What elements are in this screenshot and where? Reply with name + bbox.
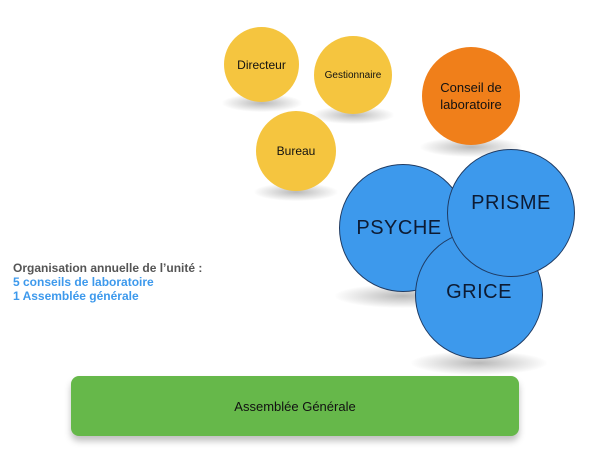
grice-label: GRICE bbox=[446, 280, 512, 303]
conseil-label: Conseil de laboratoire bbox=[440, 80, 502, 112]
prisme-node: PRISME bbox=[447, 149, 575, 277]
assemblee-generale-bar: Assemblée Générale bbox=[71, 376, 519, 436]
organisation-line-assemblee: 1 Assemblée générale bbox=[13, 289, 139, 303]
directeur-shadow bbox=[222, 94, 302, 112]
bureau-label: Bureau bbox=[276, 144, 316, 158]
psyche-label: PSYCHE bbox=[356, 216, 442, 239]
organisation-line-conseils: 5 conseils de laboratoire bbox=[13, 275, 154, 289]
prisme-label: PRISME bbox=[471, 191, 551, 214]
bureau-node: Bureau bbox=[256, 111, 336, 191]
directeur-node: Directeur bbox=[224, 27, 299, 102]
bureau-shadow bbox=[254, 183, 338, 201]
organisation-annuelle-text: Organisation annuelle de l’unité : 5 con… bbox=[13, 261, 202, 303]
organisation-title: Organisation annuelle de l’unité : bbox=[13, 261, 203, 275]
conseil-de-laboratoire-node: Conseil de laboratoire bbox=[422, 47, 520, 145]
directeur-label: Directeur bbox=[237, 57, 286, 72]
assemblee-generale-label: Assemblée Générale bbox=[234, 398, 356, 414]
gestionnaire-node: Gestionnaire bbox=[314, 36, 392, 114]
gestionnaire-shadow bbox=[312, 106, 394, 124]
gestionnaire-label: Gestionnaire bbox=[324, 69, 382, 81]
